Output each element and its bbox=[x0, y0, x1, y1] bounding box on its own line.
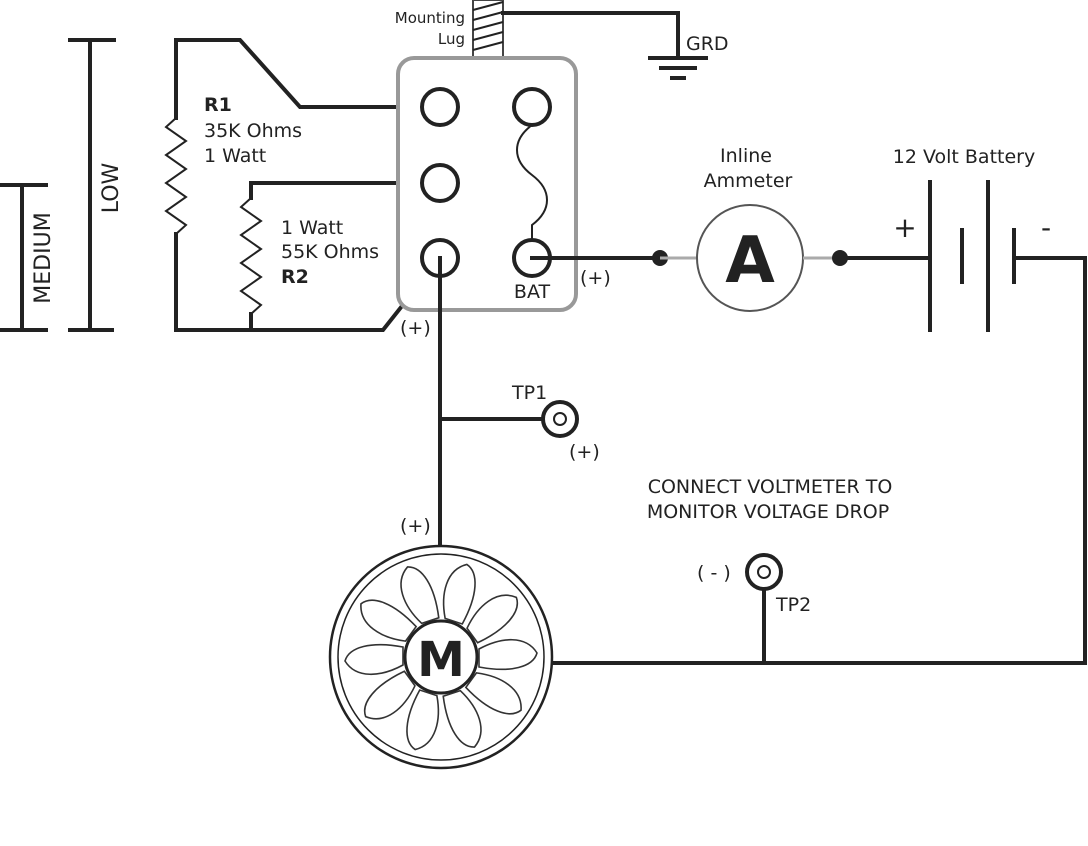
bat-out-polarity: (+) bbox=[580, 267, 611, 289]
ground-symbol bbox=[501, 11, 708, 80]
medium-range-label: MEDIUM bbox=[31, 212, 56, 303]
wire-battery-negative-return bbox=[550, 256, 1087, 665]
low-range-bracket bbox=[68, 38, 116, 332]
motor-in-polarity: (+) bbox=[400, 515, 431, 537]
r2-value: 55K Ohms bbox=[281, 241, 379, 263]
ammeter-title-1: Inline bbox=[720, 145, 772, 167]
fan-blade bbox=[363, 670, 416, 720]
battery-plus: + bbox=[893, 211, 916, 244]
terminal-r2[interactable] bbox=[420, 163, 460, 203]
tp2-test-point-center bbox=[757, 565, 771, 579]
r2-power: 1 Watt bbox=[281, 217, 343, 239]
tp2-polarity: ( - ) bbox=[697, 562, 731, 584]
r1-power: 1 Watt bbox=[204, 145, 266, 167]
mounting-lug-label-2: Lug bbox=[438, 30, 465, 48]
motor-letter: M bbox=[417, 632, 465, 688]
resistor-r2-wiring bbox=[239, 181, 422, 332]
fan-blade bbox=[400, 566, 440, 625]
fan-blade bbox=[406, 689, 440, 751]
r1-value: 35K Ohms bbox=[204, 120, 302, 142]
fan-blade bbox=[442, 563, 476, 625]
instruction-line-2: MONITOR VOLTAGE DROP bbox=[647, 501, 889, 523]
ammeter-letter: A bbox=[725, 224, 775, 298]
terminal-top-right[interactable] bbox=[512, 87, 552, 127]
ground-label: GRD bbox=[686, 33, 729, 55]
low-range-label: LOW bbox=[99, 162, 124, 213]
bat-terminal-label: BAT bbox=[514, 281, 551, 303]
terminal-r1[interactable] bbox=[420, 87, 460, 127]
r1-name: R1 bbox=[204, 94, 232, 116]
battery-minus: - bbox=[1041, 211, 1051, 244]
mounting-lug bbox=[472, 0, 504, 59]
resistor-r1-label: R1 35K Ohms 1 Watt bbox=[204, 94, 302, 167]
instruction-line-1: CONNECT VOLTMETER TO bbox=[648, 476, 893, 498]
medium-range-bracket bbox=[0, 183, 48, 332]
ammeter-title-2: Ammeter bbox=[704, 170, 793, 192]
tp1-polarity: (+) bbox=[569, 441, 600, 463]
resistor-r2-label: 1 Watt 55K Ohms R2 bbox=[281, 217, 379, 288]
battery-symbol bbox=[928, 180, 1016, 332]
switch-out-polarity: (+) bbox=[400, 317, 431, 339]
fan-blade bbox=[478, 639, 538, 671]
fan-blade bbox=[466, 594, 519, 644]
fan-blade bbox=[442, 689, 482, 748]
fan-blade bbox=[360, 599, 418, 642]
mounting-lug-label-1: Mounting bbox=[395, 9, 465, 27]
fan-blade bbox=[344, 643, 404, 675]
tp1-test-point-center bbox=[553, 412, 567, 426]
fan-blade bbox=[464, 672, 522, 715]
internal-fuse-link bbox=[516, 124, 548, 240]
tp2-label: TP2 bbox=[775, 594, 811, 616]
r2-name: R2 bbox=[281, 266, 309, 288]
motor-fan bbox=[328, 544, 554, 770]
tp1-label: TP1 bbox=[511, 382, 547, 404]
battery-title: 12 Volt Battery bbox=[893, 146, 1035, 168]
